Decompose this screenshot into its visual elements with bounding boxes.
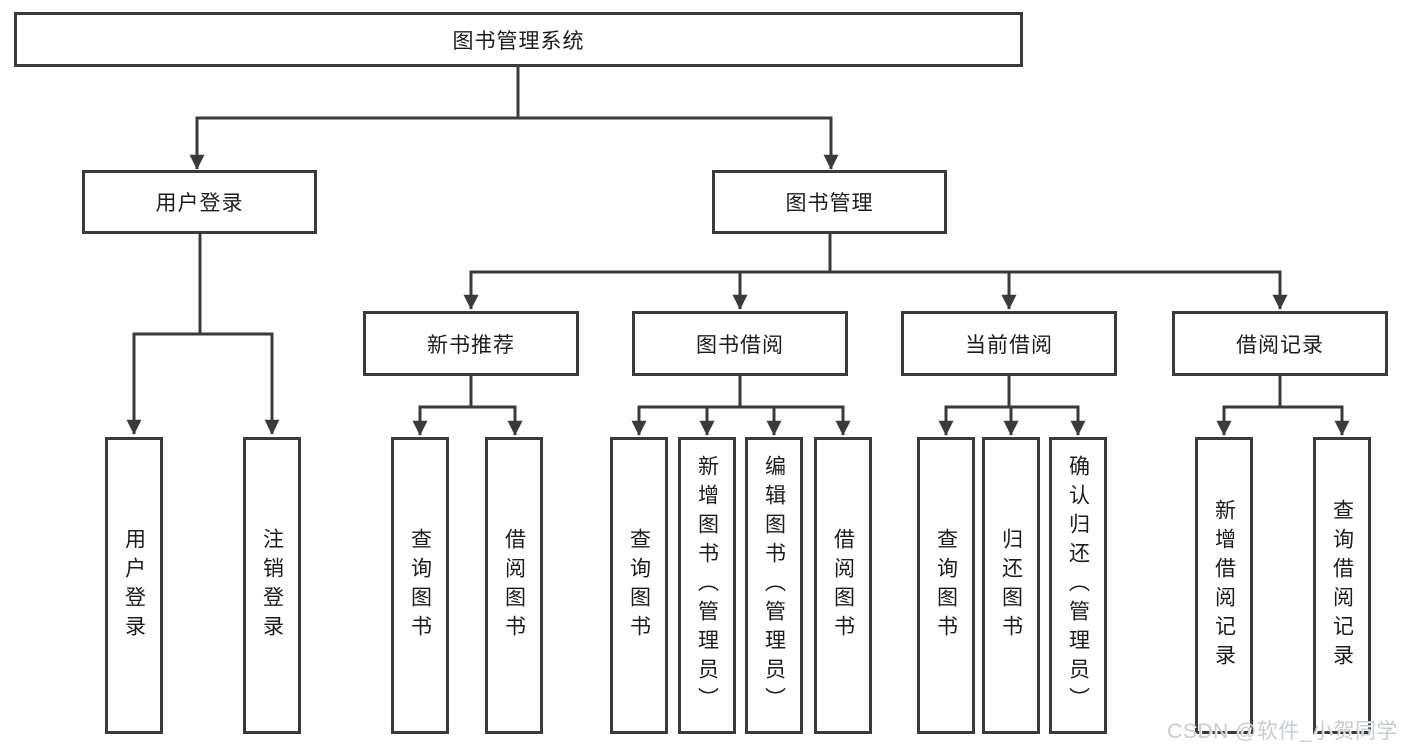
node-label: 编辑图书（管理员） (762, 455, 786, 716)
node-user-login: 用户登录 (82, 170, 317, 234)
node-label: 用户登录 (122, 527, 146, 644)
node-label: 查询图书 (934, 527, 958, 644)
node-borrowing-records: 借阅记录 (1172, 311, 1388, 376)
node-current-borrowing: 当前借阅 (901, 311, 1117, 376)
node-label: 借阅图书 (502, 527, 526, 644)
node-label: 归还图书 (999, 527, 1023, 644)
node-new-book-recommend: 新书推荐 (363, 311, 579, 376)
leaf-query-books-current: 查询图书 (917, 437, 975, 734)
watermark: CSDN @软件_小贺同学 (1167, 720, 1398, 743)
node-label: 图书借阅 (696, 333, 784, 357)
node-label: 查询借阅记录 (1330, 498, 1354, 673)
leaf-logout: 注销登录 (243, 437, 301, 734)
leaf-user-login: 用户登录 (105, 437, 163, 734)
node-library-system: 图书管理系统 (14, 12, 1023, 67)
leaf-query-borrow-record: 查询借阅记录 (1313, 437, 1371, 734)
node-book-borrowing: 图书借阅 (632, 311, 848, 376)
node-book-management: 图书管理 (712, 170, 947, 234)
leaf-query-books-recommend: 查询图书 (391, 437, 449, 734)
node-label: 查询图书 (408, 527, 432, 644)
node-label: 新增图书（管理员） (695, 455, 719, 716)
node-label: 注销登录 (260, 527, 284, 644)
leaf-edit-books-admin: 编辑图书（管理员） (745, 437, 803, 734)
node-label: 图书管理系统 (452, 29, 585, 53)
leaf-borrow-books-borrowing: 借阅图书 (814, 437, 872, 734)
node-label: 查询图书 (627, 527, 651, 644)
node-label: 借阅图书 (831, 527, 855, 644)
leaf-confirm-return-admin: 确认归还（管理员） (1049, 437, 1107, 734)
leaf-query-books-borrowing: 查询图书 (610, 437, 668, 734)
leaf-add-borrow-record: 新增借阅记录 (1195, 437, 1253, 734)
leaf-add-books-admin: 新增图书（管理员） (678, 437, 736, 734)
node-label: 用户登录 (155, 192, 244, 215)
node-label: 新增借阅记录 (1212, 498, 1236, 673)
node-label: 当前借阅 (965, 333, 1053, 357)
leaf-return-books: 归还图书 (982, 437, 1040, 734)
node-label: 确认归还（管理员） (1066, 455, 1090, 716)
leaf-borrow-books-recommend: 借阅图书 (485, 437, 543, 734)
node-label: 图书管理 (785, 192, 874, 215)
node-label: 借阅记录 (1236, 333, 1324, 357)
node-label: 新书推荐 (427, 333, 515, 357)
